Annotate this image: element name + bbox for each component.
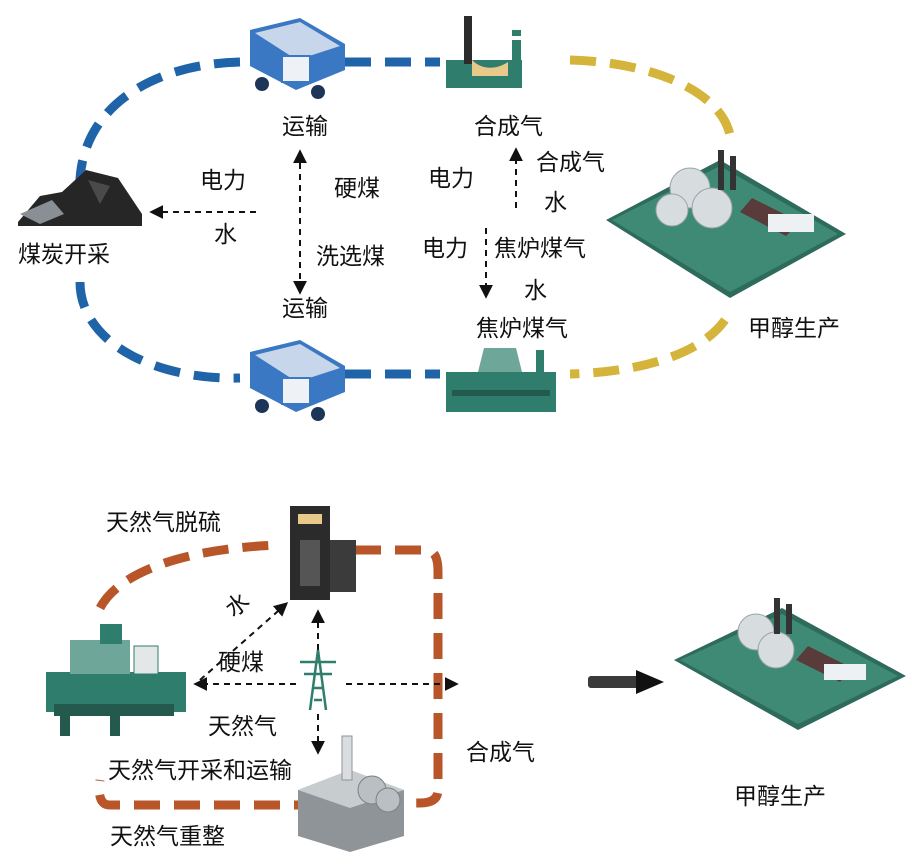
power-lower-label: 电力: [422, 236, 468, 262]
flow-arrows: [149, 147, 523, 755]
gas-methanol-label: 甲醇生产: [734, 784, 826, 810]
water-right-label: 水: [544, 190, 567, 216]
water-lower-label: 水: [524, 278, 547, 304]
extraction-transport-label: 天然气开采和运输: [108, 758, 292, 784]
methanol-plant-icon: [606, 150, 846, 298]
syngas-top-label: 合成气: [474, 114, 543, 140]
truck-icon: [250, 340, 345, 421]
reforming-label: 天然气重整: [110, 824, 225, 850]
water-left-label: 水: [214, 222, 237, 248]
pipe-arrow-icon: [588, 670, 664, 694]
gas-hard-coal-label: 硬煤: [218, 650, 264, 676]
syngas-right-label: 合成气: [536, 150, 605, 176]
coal-pile-icon: [18, 170, 142, 226]
coal-mining-label: 煤炭开采: [18, 242, 110, 268]
gas-extraction-plant-icon: [46, 624, 186, 736]
coke-oven-icon: [446, 348, 556, 412]
coal-loop-blue: [75, 57, 440, 383]
reformer-icon: [298, 735, 404, 852]
desulfurization-tower-icon: [290, 506, 356, 600]
coke-oven-gas-mid-label: 焦炉煤气: [494, 236, 586, 262]
hard-coal-label: 硬煤: [334, 176, 380, 202]
truck-icon: [250, 18, 345, 99]
methanol-plant-icon: [674, 598, 906, 730]
power-tower-icon: [300, 649, 336, 711]
transport-top-label: 运输: [282, 114, 328, 140]
transport-bottom-label: 运输: [282, 296, 328, 322]
gas-syngas-label: 合成气: [466, 740, 535, 766]
methanol-loop-yellow: [569, 55, 735, 379]
power-left-label: 电力: [200, 168, 246, 194]
power-mid-label: 电力: [428, 166, 474, 192]
methanol-label: 甲醇生产: [748, 316, 840, 342]
arrow-to-desulfurization: [258, 606, 306, 654]
coke-oven-gas-label: 焦炉煤气: [476, 316, 568, 342]
chimney-plant-icon: [446, 16, 522, 88]
natural-gas-label: 天然气: [208, 714, 277, 740]
arrow-water: [199, 602, 289, 681]
desulfurization-label: 天然气脱硫: [106, 510, 221, 536]
washed-coal-label: 洗选煤: [316, 244, 385, 270]
gas-loop-orange: [94, 540, 443, 810]
